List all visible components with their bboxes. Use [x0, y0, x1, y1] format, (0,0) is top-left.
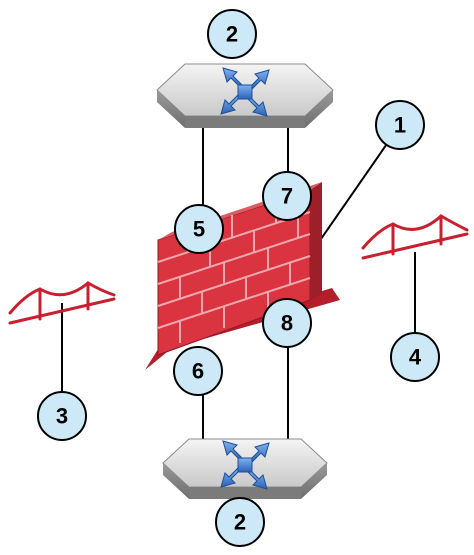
callout-label: 1 — [394, 113, 406, 138]
callout-3: 3 — [37, 391, 87, 441]
callout-label: 8 — [281, 311, 293, 336]
callout-4: 4 — [390, 332, 440, 382]
callout-label: 7 — [281, 184, 293, 209]
callout-label: 4 — [409, 345, 422, 370]
callout-label: 2 — [226, 22, 238, 47]
callout-label: 5 — [193, 217, 205, 242]
callout-2-bottom: 2 — [215, 497, 265, 547]
bridge-icon — [8, 281, 116, 325]
callout-1: 1 — [375, 100, 425, 150]
callout-label: 3 — [56, 404, 68, 429]
callout-7: 7 — [262, 171, 312, 221]
callout-label: 6 — [192, 359, 204, 384]
firewall-icon — [145, 182, 340, 370]
callout-6: 6 — [173, 346, 223, 396]
callout-8: 8 — [262, 298, 312, 348]
callout-label: 2 — [234, 510, 246, 535]
router-icon — [156, 63, 334, 128]
callout-2-top: 2 — [207, 9, 257, 59]
bridge-icon — [361, 214, 469, 260]
callout-5: 5 — [174, 204, 224, 254]
router-icon — [162, 438, 328, 499]
